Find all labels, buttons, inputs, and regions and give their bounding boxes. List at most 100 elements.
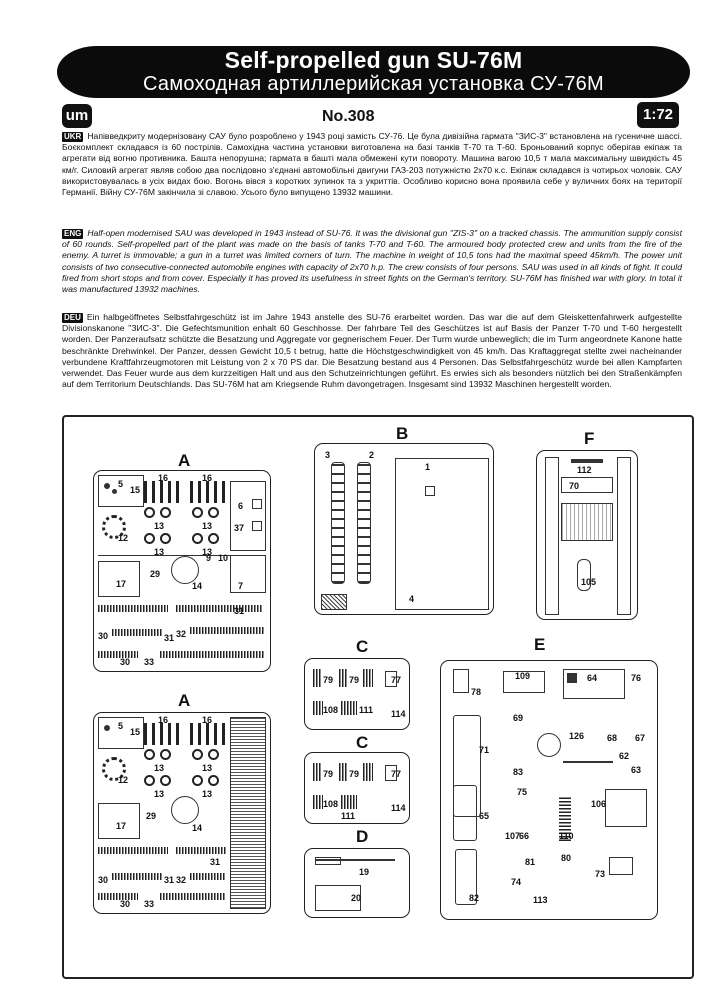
part-33: 33	[144, 657, 155, 667]
part-65: 107	[505, 831, 521, 841]
part-79b-copy: 79	[349, 769, 360, 779]
part-31b: 31	[164, 633, 175, 643]
sprue-d: 19 20	[304, 848, 410, 918]
kit-number: No.308	[322, 108, 375, 125]
part-111: 111	[359, 705, 374, 715]
part-7: 7	[238, 581, 244, 591]
track-right	[357, 462, 371, 584]
track-left	[331, 462, 345, 584]
part-73: 82	[469, 893, 480, 903]
part-108: 108	[323, 705, 339, 715]
sprue-c2-label: C	[356, 733, 369, 752]
part-79: 79	[323, 675, 334, 685]
part-13d-copy: 13	[202, 789, 213, 799]
part-79-copy: 79	[323, 769, 334, 779]
paragraph-eng-text: Half-open modernised SAU was developed i…	[62, 228, 682, 295]
part-77-copy: 77	[391, 769, 402, 779]
part-66: 110	[559, 831, 574, 841]
sprue-c2: 79 79 77 108 111 114	[304, 752, 410, 824]
part-114: 114	[391, 709, 406, 719]
sprue-a1-hub	[171, 556, 199, 584]
part-13-copy: 13	[154, 763, 165, 773]
part-14-copy: 14	[192, 823, 203, 833]
part-68: 68	[607, 733, 618, 743]
part-105: 105	[581, 577, 597, 587]
paragraph-deu-text: Ein halbgeöffnetes Selbstfahrgeschütz is…	[62, 312, 682, 390]
part-112: 112	[577, 465, 592, 475]
language-tag-deu: DEU	[62, 313, 83, 323]
part-67: 67	[635, 733, 646, 743]
part-16b: 16	[202, 473, 213, 483]
part-4: 4	[409, 594, 415, 604]
part-75: 75	[517, 787, 528, 797]
sprue-c1-label: C	[356, 637, 369, 656]
scale-badge: 1:72	[637, 102, 679, 128]
part-2: 2	[369, 450, 375, 460]
part-14: 14	[192, 581, 203, 591]
part-12-copy: 12	[118, 775, 129, 785]
part-30-copy: 30	[98, 875, 109, 885]
sprue-a2-label: A	[178, 691, 191, 710]
part-71: 71	[479, 745, 490, 755]
part-5-copy: 5	[118, 721, 124, 731]
language-tag-ukr: UKR	[62, 132, 84, 142]
part-64: 64	[587, 673, 598, 683]
language-tag-eng: ENG	[62, 229, 84, 239]
part-32-copy: 32	[176, 875, 187, 885]
sprue-b: 3 2 1 4	[314, 443, 494, 615]
part-30: 30	[98, 631, 109, 641]
sprue-c1: 79 79 77 108 111 114	[304, 658, 410, 730]
part-12: 12	[118, 533, 129, 543]
part-19: 19	[359, 867, 370, 877]
part-126: 126	[569, 731, 585, 741]
part-16-copy: 16	[158, 715, 169, 725]
part-111-copy: 111	[341, 811, 356, 821]
part-70: 70	[569, 481, 580, 491]
sprue-b-label: B	[396, 424, 409, 443]
title-russian: Самоходная артиллерийская установка СУ-7…	[142, 73, 605, 95]
brand-logo: um	[62, 104, 92, 128]
part-3: 3	[325, 450, 331, 460]
part-29: 29	[150, 569, 161, 579]
part-83: 83	[513, 767, 524, 777]
sprue-diagram-frame	[62, 415, 694, 979]
part-13: 13	[154, 521, 165, 531]
sprue-a1: 5 15 16 16 6 37 13 13 13 13 12 29 9 10 1…	[93, 470, 271, 672]
part-16b-copy: 16	[202, 715, 213, 725]
part-16: 16	[158, 473, 169, 483]
part-9: 9	[206, 553, 212, 563]
part-110: 106	[591, 799, 607, 809]
part-13c: 13	[154, 547, 165, 557]
photo-etch-fret	[230, 717, 266, 909]
part-13b: 13	[202, 521, 213, 531]
part-31: 31	[234, 606, 245, 616]
sprue-d-label: D	[356, 827, 369, 846]
part-79b: 79	[349, 675, 360, 685]
part-30b: 30	[120, 657, 131, 667]
part-6: 6	[238, 501, 244, 511]
part-62: 62	[619, 751, 630, 761]
part-29-copy: 29	[146, 811, 157, 821]
part-17-copy: 17	[116, 821, 127, 831]
part-109: 109	[515, 671, 531, 681]
sprue-f-label: F	[584, 429, 595, 448]
part-74: 73	[595, 869, 606, 879]
paragraph-ukr-text: Напівведкриту модернізовану САУ було роз…	[62, 131, 682, 198]
part-107: 66	[519, 831, 530, 841]
part-108-copy: 108	[323, 799, 339, 809]
part-17: 17	[116, 579, 127, 589]
part-13d: 13	[202, 547, 213, 557]
part-32: 32	[176, 629, 187, 639]
title-english: Self-propelled gun SU-76M	[224, 47, 523, 73]
sprue-a2-hub	[171, 796, 199, 824]
hull-floor	[395, 458, 489, 610]
part-78: 78	[471, 687, 482, 697]
part-10: 10	[218, 553, 229, 563]
part-5: 5	[118, 479, 124, 489]
part-72: 65	[479, 811, 490, 821]
part-63: 63	[631, 765, 642, 775]
part-20: 20	[351, 893, 362, 903]
part-37: 37	[234, 523, 245, 533]
part-77: 77	[391, 675, 402, 685]
